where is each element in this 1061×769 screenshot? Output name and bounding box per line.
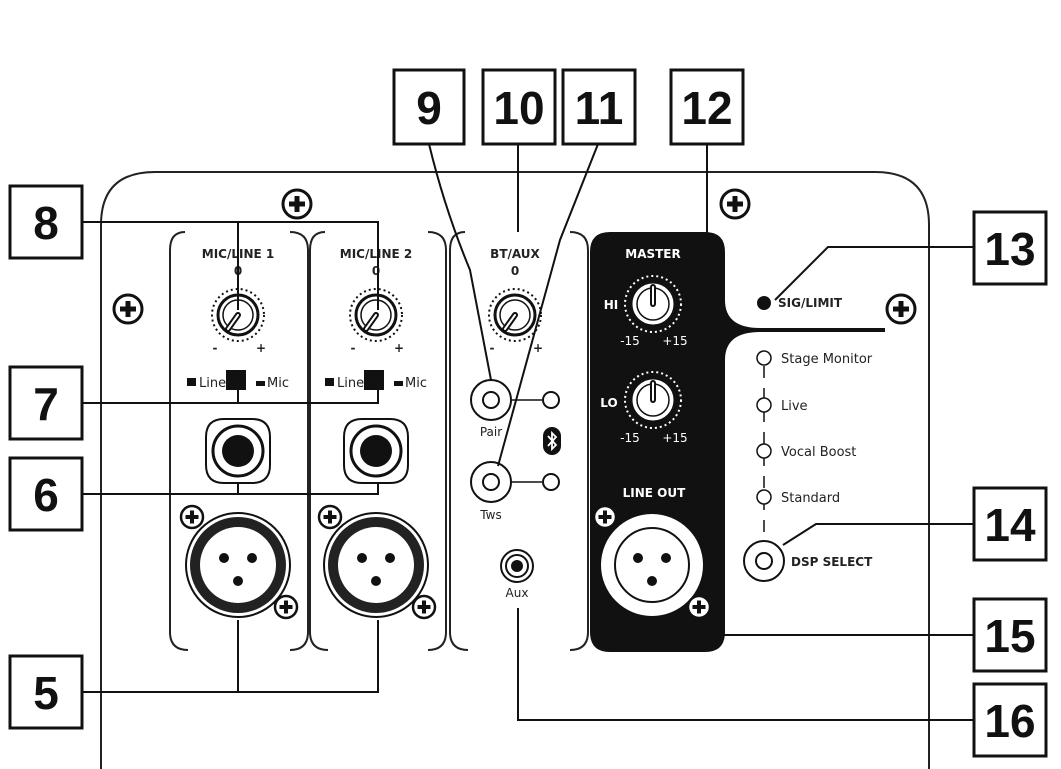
quarter-inch-jack[interactable] <box>205 418 271 484</box>
callout-box-5: 5 <box>8 654 84 730</box>
dsp-mode-label: Standard <box>781 491 840 506</box>
callout-box-9: 9 <box>392 68 466 146</box>
channel-title: BT/AUX <box>490 247 540 261</box>
dsp-led-live <box>756 397 772 413</box>
tws-button[interactable] <box>470 461 512 503</box>
zero-label: 0 <box>372 264 380 278</box>
plus-label: + <box>533 341 543 355</box>
screw-icon <box>179 504 205 530</box>
screw-icon <box>885 293 917 325</box>
callout-box-11: 11 <box>561 68 637 146</box>
hi-max-label: +15 <box>662 334 687 348</box>
pair-label: Pair <box>480 425 502 439</box>
lo-eq-knob[interactable] <box>624 371 682 429</box>
gain-knob[interactable] <box>349 288 403 342</box>
callout-box-14: 14 <box>972 486 1048 562</box>
svg-text:6: 6 <box>33 469 59 521</box>
svg-text:11: 11 <box>575 82 624 134</box>
aux-label: Aux <box>506 586 529 600</box>
svg-text:14: 14 <box>984 499 1036 551</box>
pair-led <box>542 391 560 409</box>
xlr-line-out[interactable] <box>601 514 703 616</box>
line-out-label: LINE OUT <box>623 486 686 500</box>
svg-text:10: 10 <box>493 82 544 134</box>
channel-bt-aux: BT/AUX 0 - + Pair Tws <box>470 247 561 600</box>
dsp-led-vocal-boost <box>756 443 772 459</box>
screw-icon <box>592 504 618 530</box>
mic-label: Mic <box>267 376 289 391</box>
sig-limit-led <box>757 296 771 310</box>
svg-text:9: 9 <box>416 82 442 134</box>
callout-box-6: 6 <box>8 456 84 532</box>
sig-limit-label: SIG/LIMIT <box>778 296 843 310</box>
screw-icon <box>273 594 299 620</box>
line-mic-switch[interactable] <box>364 370 384 390</box>
screw-icon <box>112 293 144 325</box>
plus-label: + <box>394 341 404 355</box>
mic-label: Mic <box>405 376 427 391</box>
bt-volume-knob[interactable] <box>488 288 542 342</box>
svg-text:16: 16 <box>984 695 1035 747</box>
callout-box-10: 10 <box>481 68 557 146</box>
hi-label: HI <box>604 298 619 312</box>
line-mic-switch[interactable] <box>226 370 246 390</box>
lo-max-label: +15 <box>662 431 687 445</box>
dsp-select-label: DSP SELECT <box>791 555 873 569</box>
channel-title: MIC/LINE 2 <box>340 247 412 261</box>
minus-label: - <box>213 341 218 355</box>
callout-box-16: 16 <box>972 682 1048 758</box>
master-section: MASTER HI -15 +15 LO -15 +15 LINE OUT <box>592 247 712 620</box>
section-dividers <box>169 231 589 651</box>
callout-box-7: 7 <box>8 365 84 441</box>
svg-text:15: 15 <box>984 610 1035 662</box>
dsp-section: SIG/LIMIT Stage Monitor Live Vocal Boost… <box>743 296 873 582</box>
zero-label: 0 <box>511 264 519 278</box>
svg-text:5: 5 <box>33 667 59 719</box>
xlr-input[interactable] <box>323 512 429 618</box>
callout-box-8: 8 <box>8 184 84 260</box>
tws-label: Tws <box>479 508 501 522</box>
pair-button[interactable] <box>470 379 512 421</box>
tws-led <box>542 473 560 491</box>
line-label: Line <box>199 376 226 391</box>
channel-mic-line-1: MIC/LINE 1 0 - + Line Mic <box>179 247 299 620</box>
hi-eq-knob[interactable] <box>624 275 682 333</box>
master-title: MASTER <box>625 247 681 261</box>
dsp-select-button[interactable] <box>743 540 785 582</box>
dsp-led-standard <box>756 489 772 505</box>
screw-icon <box>411 594 437 620</box>
lo-label: LO <box>600 396 617 410</box>
screw-icon <box>686 594 712 620</box>
panel-outline <box>100 171 930 769</box>
dsp-mode-label: Vocal Boost <box>781 445 856 460</box>
plus-label: + <box>256 341 266 355</box>
channel-mic-line-2: MIC/LINE 2 0 - + Line Mic <box>317 247 437 620</box>
aux-input-jack[interactable] <box>500 549 534 583</box>
callout-leaders <box>82 143 974 721</box>
callout-box-15: 15 <box>972 597 1048 673</box>
svg-text:13: 13 <box>984 223 1035 275</box>
lo-min-label: -15 <box>620 431 640 445</box>
line-label: Line <box>337 376 364 391</box>
screw-icon <box>719 188 751 220</box>
hi-min-label: -15 <box>620 334 640 348</box>
callout-box-13: 13 <box>972 210 1048 286</box>
minus-label: - <box>490 341 495 355</box>
dsp-mode-label: Stage Monitor <box>781 352 873 367</box>
dsp-mode-label: Live <box>781 399 808 414</box>
screw-icon <box>317 504 343 530</box>
xlr-input[interactable] <box>185 512 291 618</box>
svg-text:12: 12 <box>681 82 732 134</box>
svg-text:8: 8 <box>33 197 59 249</box>
svg-text:7: 7 <box>33 378 59 430</box>
bluetooth-icon <box>543 427 561 455</box>
dsp-led-stage-monitor <box>756 350 772 366</box>
screw-icon <box>281 188 313 220</box>
minus-label: - <box>351 341 356 355</box>
quarter-inch-jack[interactable] <box>343 418 409 484</box>
callout-box-12: 12 <box>669 68 745 146</box>
